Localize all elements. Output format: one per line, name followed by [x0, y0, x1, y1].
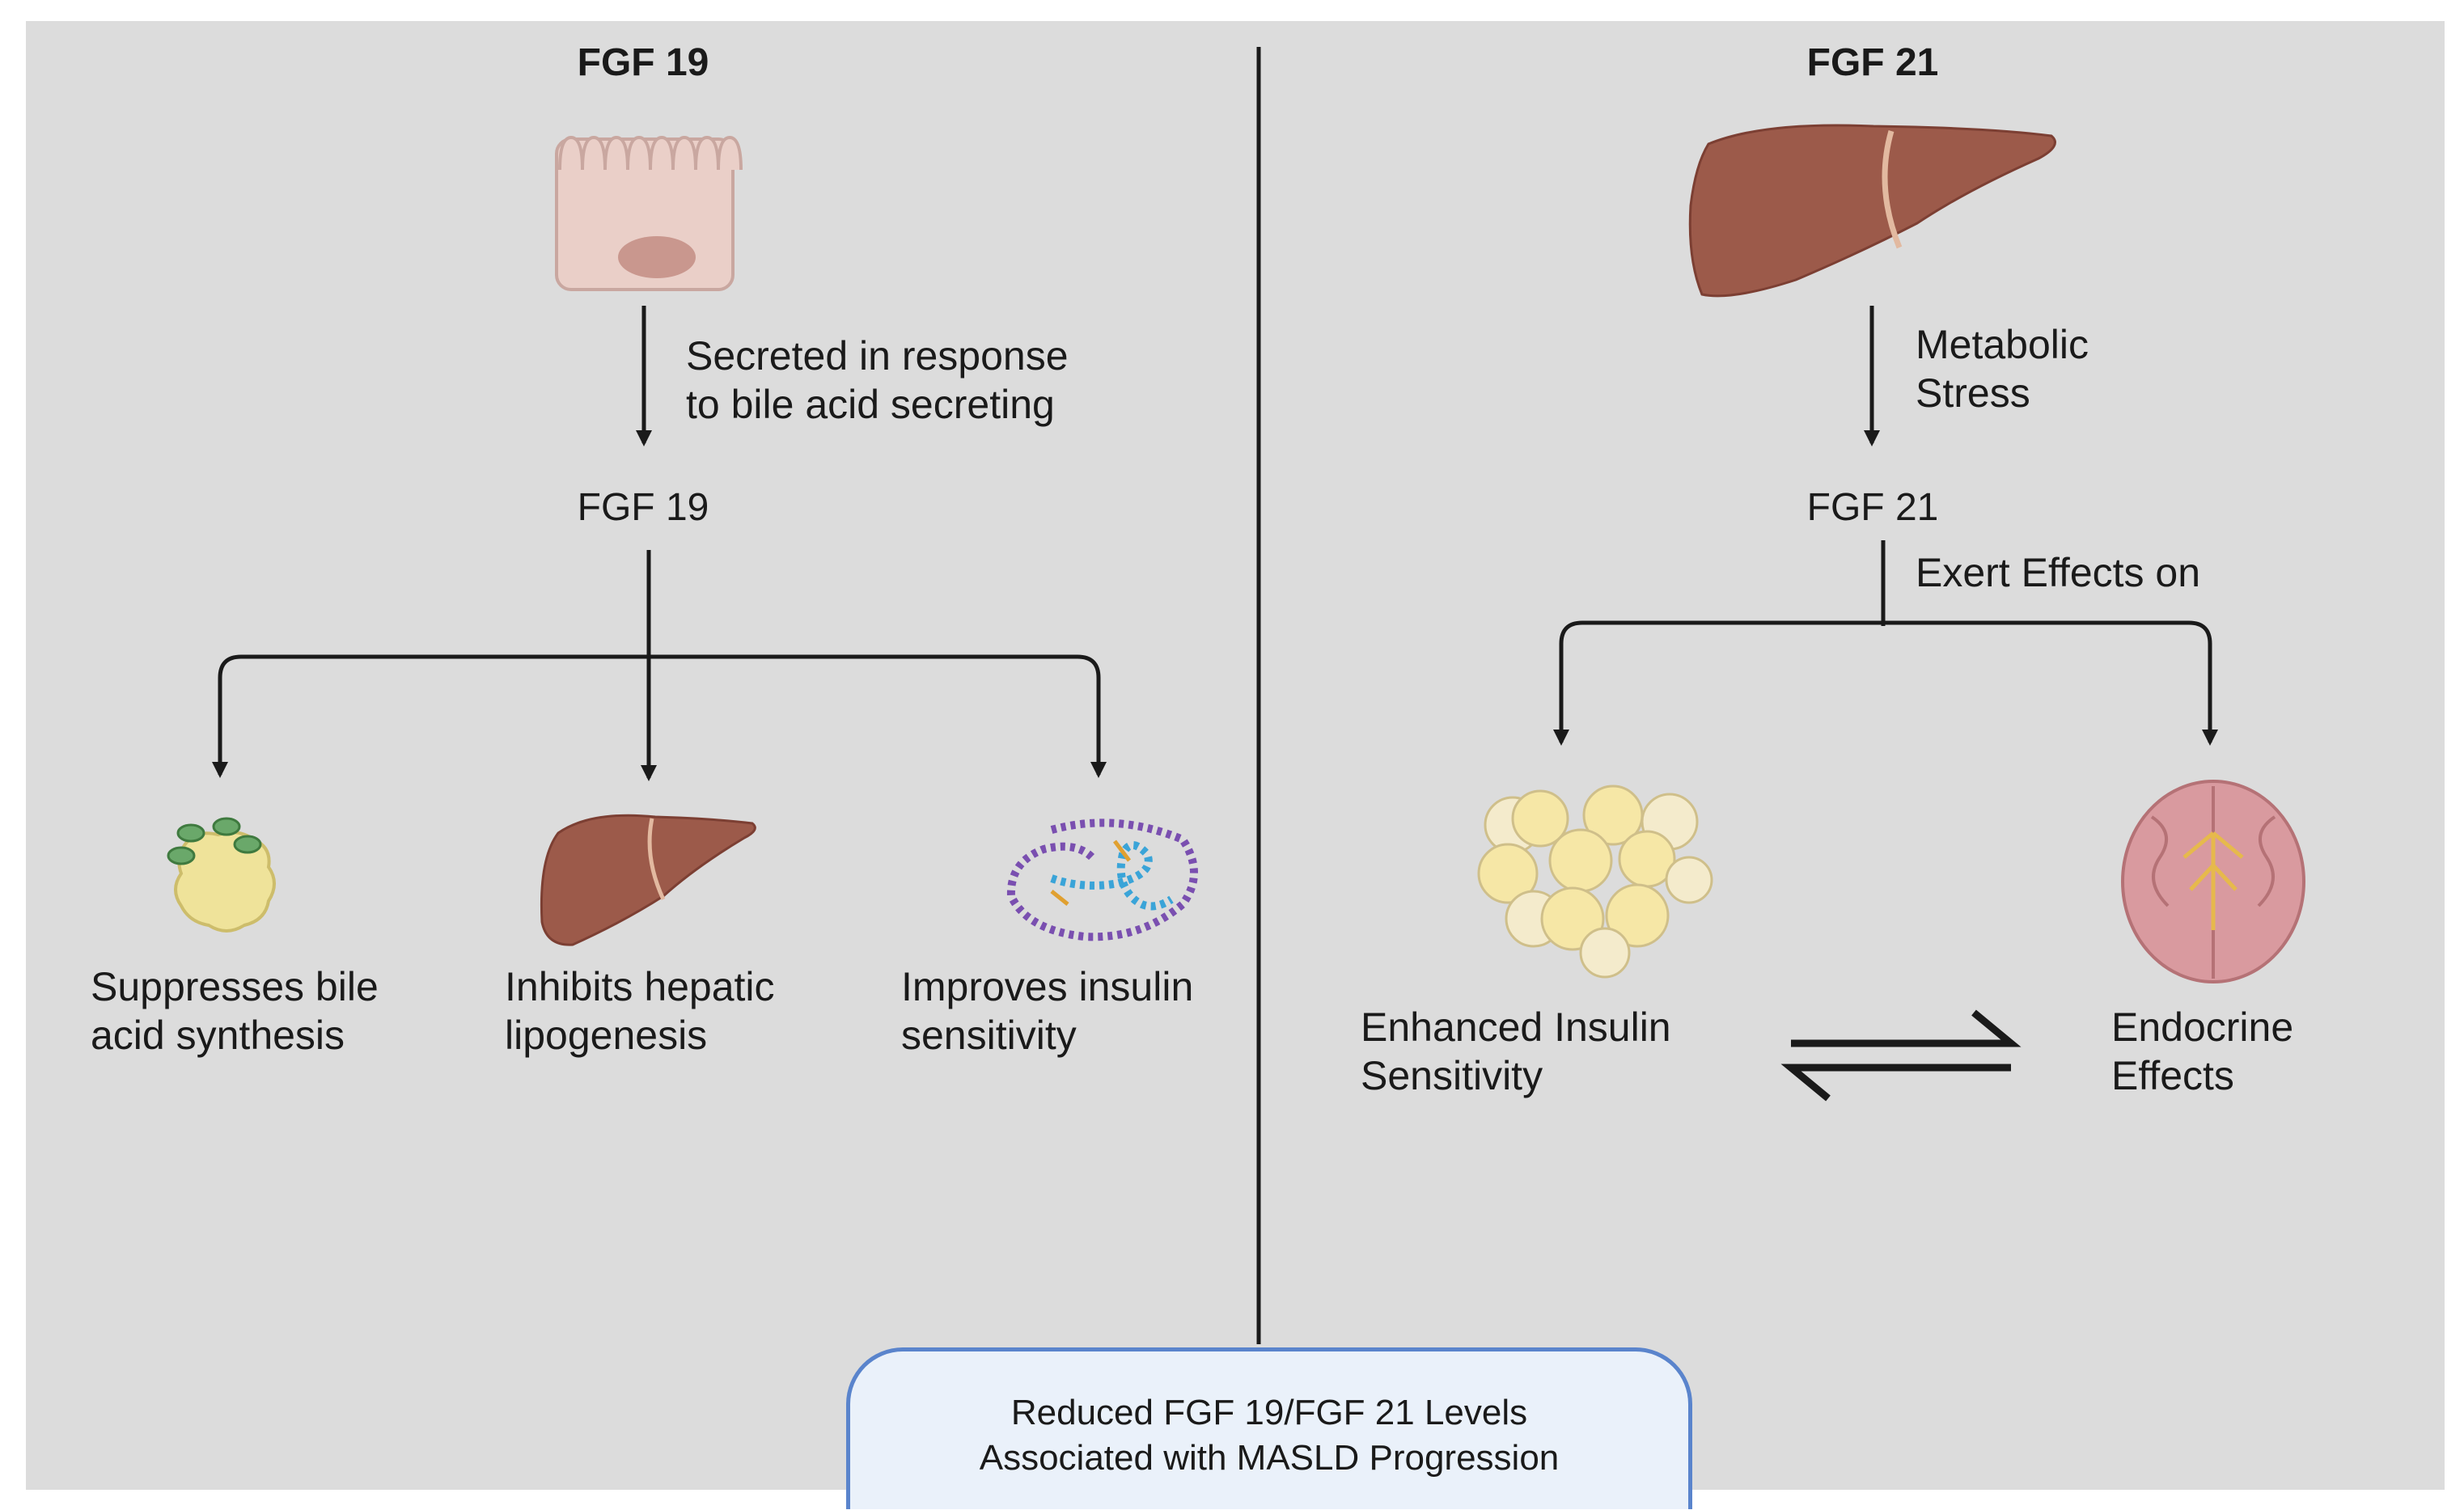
effect-suppresses-bile-line2: acid synthesis: [91, 1013, 345, 1058]
liver-icon: [1688, 124, 2056, 298]
fgf19-branch-arrows: [212, 550, 1107, 781]
bile-acid-droplet-icon: [167, 817, 276, 933]
fgf19-secretion-label-line2: to bile acid secreting: [686, 382, 1055, 427]
fgf21-label: FGF 21: [1806, 486, 1939, 529]
effect-inhibits-lipogenesis-line1: Inhibits hepatic: [505, 964, 775, 1009]
equilibrium-arrows-icon: [1780, 1009, 2022, 1102]
adipocytes-icon: [1477, 785, 1713, 979]
effect-improves-insulin-line1: Improves insulin: [901, 964, 1194, 1009]
fgf21-branch-arrows: [1553, 540, 2218, 746]
exert-effects-label: Exert Effects on: [1916, 550, 2201, 595]
diagram-background: [26, 21, 2445, 1490]
masld-summary-box: Reduced FGF 19/FGF 21 Levels Associated …: [846, 1347, 1692, 1509]
metabolic-stress-label-line2: Stress: [1916, 370, 2030, 416]
fgf19-secretion-label-line1: Secreted in response: [686, 333, 1069, 379]
summary-line1: Reduced FGF 19/FGF 21 Levels: [1010, 1393, 1528, 1432]
fgf21-heading: FGF 21: [1806, 41, 1939, 84]
fgf19-heading: FGF 19: [577, 41, 709, 84]
insulin-protein-icon: [1006, 818, 1198, 941]
liver-icon: [540, 814, 756, 946]
effect-improves-insulin-line2: sensitivity: [901, 1013, 1077, 1058]
effect-enhanced-insulin-line1: Enhanced Insulin: [1361, 1005, 1671, 1050]
effect-endocrine-line1: Endocrine: [2111, 1005, 2294, 1050]
effect-enhanced-insulin-line2: Sensitivity: [1361, 1053, 1543, 1098]
brain-icon: [2121, 780, 2305, 983]
summary-line2: Associated with MASLD Progression: [979, 1438, 1560, 1478]
effect-endocrine-line2: Effects: [2111, 1053, 2234, 1098]
intestinal-cell-icon: [555, 135, 743, 291]
fgf19-label: FGF 19: [577, 486, 709, 529]
effect-inhibits-lipogenesis-line2: lipogenesis: [505, 1013, 708, 1058]
metabolic-stress-label-line1: Metabolic: [1916, 322, 2089, 367]
effect-suppresses-bile-line1: Suppresses bile: [91, 964, 379, 1009]
